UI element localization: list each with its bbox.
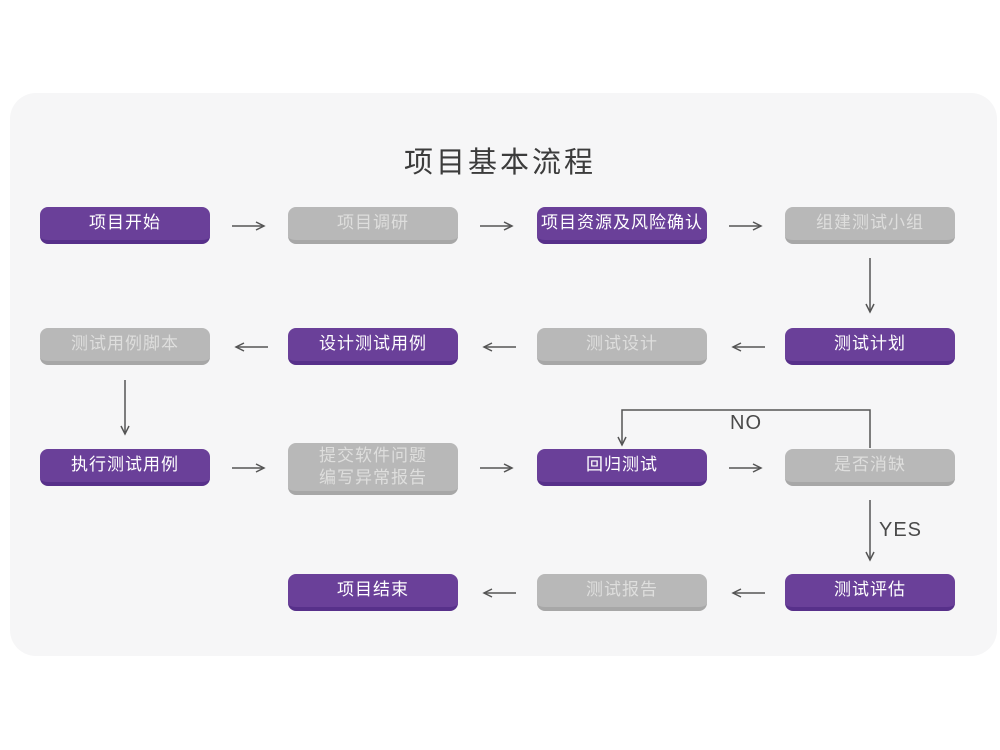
node-test-evaluation: 测试评估 (785, 574, 955, 611)
node-resource-risk-confirm: 项目资源及风险确认 (537, 207, 707, 244)
node-project-start: 项目开始 (40, 207, 210, 244)
node-submit-issue-report: 提交软件问题 编写异常报告 (288, 443, 458, 495)
node-test-case-scripts: 测试用例脚本 (40, 328, 210, 365)
node-run-test-cases: 执行测试用例 (40, 449, 210, 486)
branch-label-no: NO (730, 412, 762, 434)
diagram-title: 项目基本流程 (403, 147, 596, 179)
node-defect-cleared: 是否消缺 (785, 449, 955, 486)
node-test-design: 测试设计 (537, 328, 707, 365)
flowchart-card (10, 93, 997, 656)
node-project-research: 项目调研 (288, 207, 458, 244)
branch-label-yes: YES (879, 519, 923, 541)
node-test-report: 测试报告 (537, 574, 707, 611)
node-regression-test: 回归测试 (537, 449, 707, 486)
node-test-plan: 测试计划 (785, 328, 955, 365)
node-design-test-cases: 设计测试用例 (288, 328, 458, 365)
node-project-end: 项目结束 (288, 574, 458, 611)
node-build-test-team: 组建测试小组 (785, 207, 955, 244)
